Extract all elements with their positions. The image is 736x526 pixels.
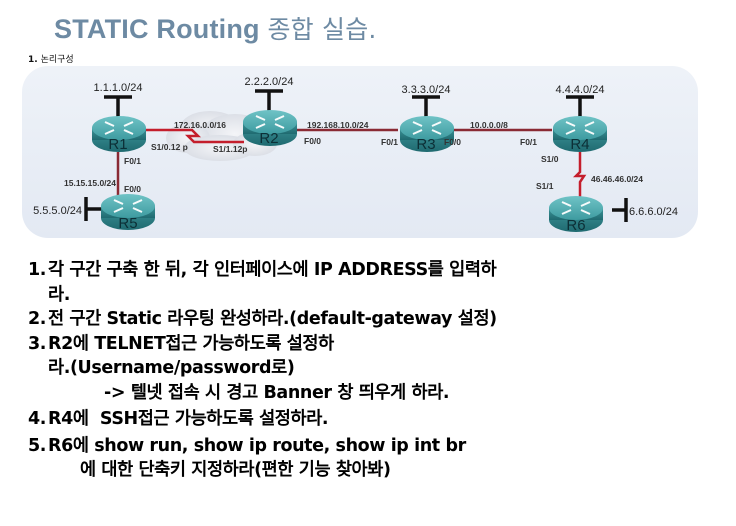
lan-r3-label: 3.3.3.0/24 xyxy=(402,84,451,96)
task-number: 1. xyxy=(28,260,47,280)
lan-r5-label: 5.5.5.0/24 xyxy=(33,205,82,217)
slide-title: STATIC Routing 종합 실습. xyxy=(54,10,377,46)
router-r2-label: R2 xyxy=(259,130,278,147)
task-text: R4에 SSH접근 가능하도록 설정하라. xyxy=(48,409,329,429)
task-list: 1.각 구간 구축 한 뒤, 각 인터페이스에 IP ADDRESS를 입력하 … xyxy=(28,258,728,483)
slide-title-en: STATIC Routing xyxy=(54,14,260,44)
link-r1-r2-if-a: S1/0.12 p xyxy=(151,142,188,152)
task-item: 2.전 구간 Static 라우팅 완성하라.(default-gateway … xyxy=(28,307,728,332)
lan-r1-label: 1.1.1.0/24 xyxy=(94,82,143,94)
router-r3-label: R3 xyxy=(416,136,435,153)
network-topology-diagram: R1 R2 R3 R4 R5 R6 1.1.1.0/24 2.2.2.0/24 … xyxy=(20,64,720,242)
task-text: R6에 show run, show ip route, show ip int… xyxy=(48,435,466,456)
link-r1-r5-if-a: F0/1 xyxy=(124,156,141,166)
router-r4-label: R4 xyxy=(570,136,589,153)
link-r4-r6-if-b: S1/1 xyxy=(536,181,554,191)
task-text-continued: 라.(Username/password로) xyxy=(48,358,295,378)
slide-title-ko: 종합 실습. xyxy=(267,15,377,44)
task-text-continued: 에 대한 단축키 지정하라(편한 기능 찾아봐) xyxy=(80,460,391,480)
router-r5-label: R5 xyxy=(118,215,137,232)
link-r4-r6-network: 46.46.46.0/24 xyxy=(591,174,643,184)
router-r6-label: R6 xyxy=(566,217,585,234)
link-r2-r3-if-b: F0/1 xyxy=(381,137,398,147)
task-number: 3. xyxy=(28,333,47,354)
lan-r2-label: 2.2.2.0/24 xyxy=(245,76,294,88)
lan-r6-label: 6.6.6.0/24 xyxy=(629,206,678,218)
link-r4-r6-serial xyxy=(572,152,587,200)
task-text: 각 구간 구축 한 뒤, 각 인터페이스에 IP ADDRESS를 입력하 xyxy=(48,260,497,280)
link-r3-r4-network: 10.0.0.0/8 xyxy=(470,120,508,130)
task-item: 5.R6에 show run, show ip route, show ip i… xyxy=(28,434,728,483)
diagram-background xyxy=(22,66,698,238)
section-heading: 1. 논리구성 xyxy=(28,52,74,65)
link-r1-r2-serial xyxy=(146,128,244,144)
task-text: 전 구간 Static 라우팅 완성하라.(default-gateway 설정… xyxy=(48,309,497,329)
link-r1-r2-network: 172.16.0.0/16 xyxy=(174,120,226,130)
lan-r4-label: 4.4.4.0/24 xyxy=(556,84,605,96)
section-label: 논리구성 xyxy=(40,55,74,65)
task-number: 5. xyxy=(28,435,47,456)
link-r3-r4-if-b: F0/1 xyxy=(520,137,537,147)
task-number: 4. xyxy=(28,409,47,429)
task-number: 2. xyxy=(28,309,47,329)
task-item: 4.R4에 SSH접근 가능하도록 설정하라. xyxy=(28,407,728,432)
link-r4-r6-if-a: S1/0 xyxy=(541,154,559,164)
link-r1-r5-if-b: F0/0 xyxy=(124,184,141,194)
task-item: 1.각 구간 구축 한 뒤, 각 인터페이스에 IP ADDRESS를 입력하 … xyxy=(28,258,728,307)
section-number: 1. xyxy=(28,55,38,65)
router-r1-label: R1 xyxy=(108,136,127,153)
task-item: 3.R2에 TELNET접근 가능하도록 설정하 라.(Username/pas… xyxy=(28,332,728,406)
task-text: R2에 TELNET접근 가능하도록 설정하 xyxy=(48,333,334,354)
task-text-continued: 라. xyxy=(48,284,70,305)
lan-stubs xyxy=(84,89,628,222)
link-r1-r2-if-b: S1/1.12p xyxy=(213,144,248,154)
task-subnote: -> 텔넷 접속 시 경고 Banner 창 띄우게 하라. xyxy=(104,382,450,403)
link-r1-r5-network: 15.15.15.0/24 xyxy=(64,178,116,188)
link-r2-r3-network: 192.168.10.0/24 xyxy=(307,120,369,130)
link-r2-r3-if-a: F0/0 xyxy=(304,136,321,146)
link-r3-r4-if-a: F0/0 xyxy=(444,137,461,147)
